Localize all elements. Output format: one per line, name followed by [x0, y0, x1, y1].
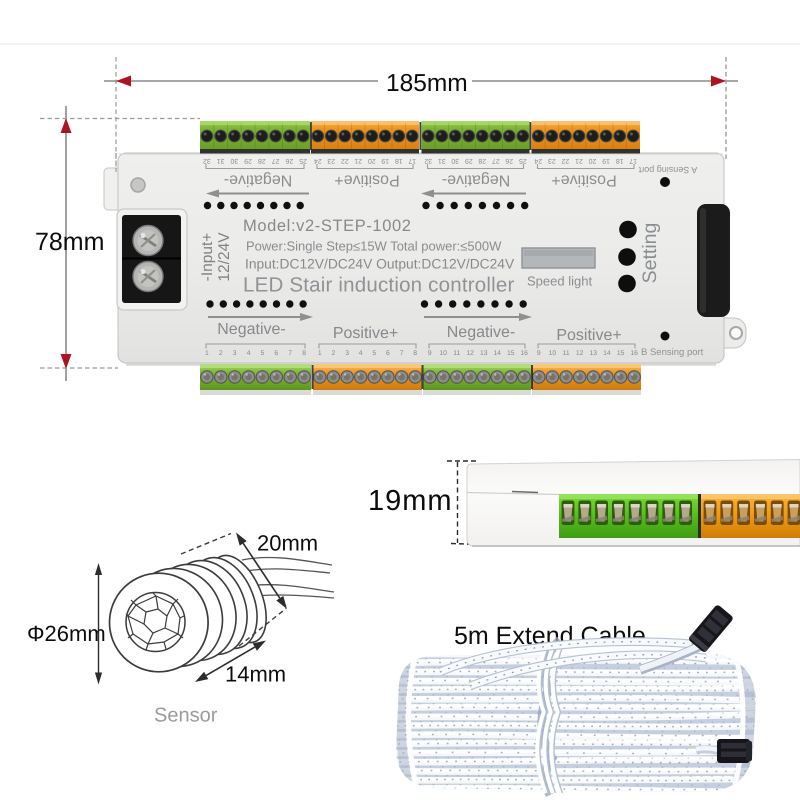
svg-text:4: 4 — [359, 350, 363, 357]
svg-text:21: 21 — [575, 157, 583, 164]
svg-text:3: 3 — [233, 350, 237, 357]
svg-text:19mm: 19mm — [368, 485, 453, 517]
svg-text:1: 1 — [205, 350, 209, 357]
svg-text:27: 27 — [272, 157, 280, 164]
svg-text:Negative-: Negative- — [447, 324, 515, 341]
svg-text:26: 26 — [505, 157, 513, 164]
svg-text:9: 9 — [428, 350, 432, 357]
svg-text:10: 10 — [549, 350, 557, 357]
svg-text:2: 2 — [332, 350, 336, 357]
svg-text:5: 5 — [372, 350, 376, 357]
svg-text:8: 8 — [413, 350, 417, 357]
svg-text:30: 30 — [230, 157, 238, 164]
svg-text:Input:DC12V/DC24V Output:DC12V: Input:DC12V/DC24V Output:DC12V/DC24V — [245, 257, 515, 272]
svg-text:26: 26 — [285, 157, 293, 164]
svg-text:5: 5 — [261, 350, 265, 357]
svg-text:29: 29 — [465, 157, 473, 164]
svg-text:13: 13 — [590, 350, 598, 357]
svg-text:Model:v2-STEP-1002: Model:v2-STEP-1002 — [243, 217, 412, 235]
svg-text:23: 23 — [327, 157, 335, 164]
svg-text:24: 24 — [314, 157, 322, 164]
svg-text:4: 4 — [247, 350, 251, 357]
svg-text:6: 6 — [386, 350, 390, 357]
svg-text:Positive+: Positive+ — [333, 325, 398, 342]
svg-text:Negative-: Negative- — [217, 321, 285, 338]
svg-text:-Input+: -Input+ — [199, 233, 216, 282]
svg-text:7: 7 — [288, 350, 292, 357]
svg-text:25: 25 — [519, 157, 527, 164]
svg-text:16: 16 — [630, 350, 638, 357]
svg-text:24: 24 — [534, 157, 542, 164]
svg-text:12/24V: 12/24V — [216, 232, 233, 282]
svg-text:31: 31 — [438, 157, 446, 164]
svg-text:Speed light: Speed light — [527, 274, 592, 289]
svg-text:B Sensing port: B Sensing port — [641, 347, 704, 358]
svg-text:1: 1 — [318, 350, 322, 357]
svg-text:22: 22 — [341, 157, 349, 164]
svg-text:32: 32 — [203, 157, 211, 164]
svg-text:Sensor: Sensor — [154, 705, 218, 727]
svg-text:13: 13 — [480, 350, 488, 357]
svg-text:19: 19 — [602, 157, 610, 164]
svg-text:25: 25 — [299, 157, 307, 164]
svg-text:2: 2 — [219, 350, 223, 357]
svg-text:28: 28 — [478, 157, 486, 164]
svg-text:10: 10 — [439, 350, 447, 357]
svg-text:Positive+: Positive+ — [551, 172, 616, 189]
svg-text:23: 23 — [548, 157, 556, 164]
svg-text:32: 32 — [424, 157, 432, 164]
svg-text:29: 29 — [244, 157, 252, 164]
svg-text:Φ26mm: Φ26mm — [27, 621, 106, 646]
svg-text:6: 6 — [274, 350, 278, 357]
svg-text:8: 8 — [302, 350, 306, 357]
svg-text:18: 18 — [616, 157, 624, 164]
svg-text:3: 3 — [345, 350, 349, 357]
svg-text:14mm: 14mm — [225, 662, 286, 687]
svg-text:12: 12 — [466, 350, 474, 357]
svg-text:Positive+: Positive+ — [556, 327, 621, 344]
svg-text:20: 20 — [589, 157, 597, 164]
svg-text:A Sensing port: A Sensing port — [638, 165, 697, 175]
svg-text:Setting: Setting — [639, 223, 661, 284]
svg-text:11: 11 — [563, 350, 570, 357]
svg-text:Negative-: Negative- — [224, 172, 292, 189]
svg-text:15: 15 — [507, 350, 515, 357]
svg-text:31: 31 — [217, 157, 225, 164]
svg-text:LED Stair induction controller: LED Stair induction controller — [243, 274, 515, 297]
svg-text:78mm: 78mm — [35, 228, 104, 256]
svg-text:185mm: 185mm — [386, 70, 468, 97]
svg-text:17: 17 — [408, 157, 416, 164]
svg-text:27: 27 — [492, 157, 500, 164]
svg-text:11: 11 — [453, 350, 460, 357]
svg-text:16: 16 — [520, 350, 528, 357]
svg-text:19: 19 — [381, 157, 389, 164]
svg-text:21: 21 — [354, 157, 362, 164]
svg-text:20mm: 20mm — [257, 531, 318, 556]
svg-text:15: 15 — [617, 350, 625, 357]
svg-text:18: 18 — [395, 157, 403, 164]
svg-text:20: 20 — [368, 157, 376, 164]
svg-text:Power:Single Step≤15W Total po: Power:Single Step≤15W Total power:≤500W — [246, 239, 502, 254]
svg-text:9: 9 — [537, 350, 541, 357]
svg-text:28: 28 — [258, 157, 266, 164]
svg-text:Positive+: Positive+ — [334, 172, 399, 189]
svg-text:14: 14 — [603, 350, 611, 357]
svg-text:12: 12 — [576, 350, 584, 357]
svg-text:22: 22 — [561, 157, 569, 164]
svg-text:30: 30 — [451, 157, 459, 164]
svg-text:17: 17 — [629, 157, 637, 164]
svg-text:7: 7 — [400, 350, 404, 357]
svg-text:Negative-: Negative- — [442, 172, 510, 189]
svg-text:14: 14 — [493, 350, 501, 357]
